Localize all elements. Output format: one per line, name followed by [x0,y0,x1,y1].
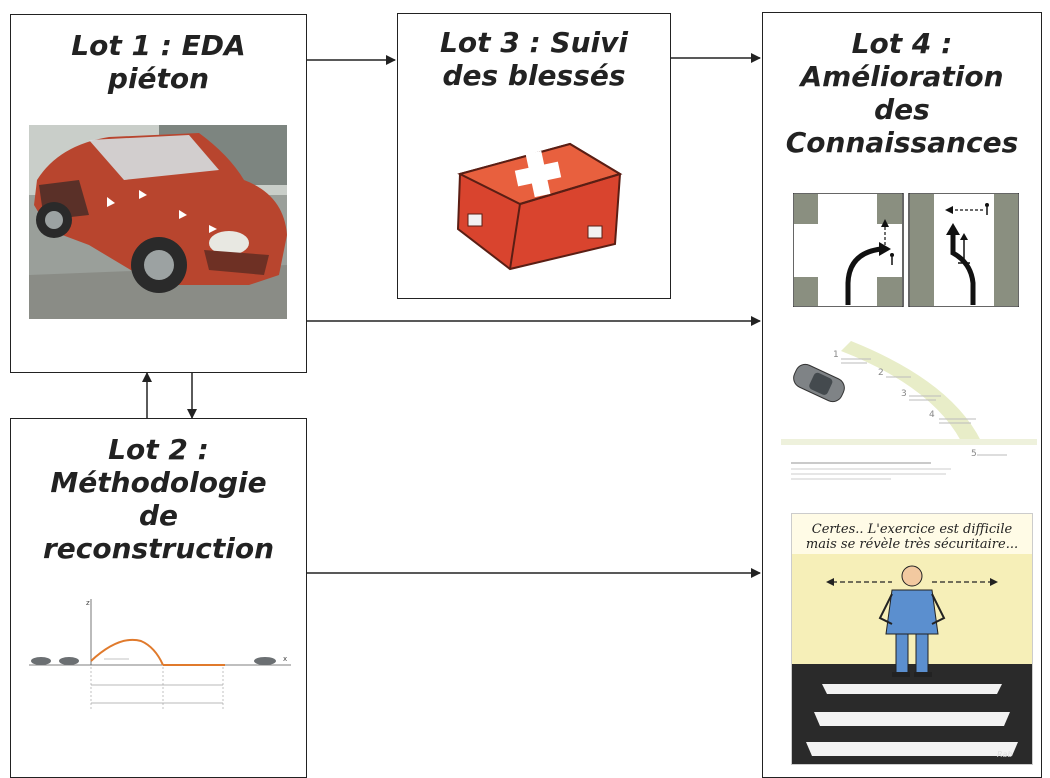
lot4-title: Lot 4 : Amélioration des Connaissances [763,27,1041,159]
lot4-box: Lot 4 : Amélioration des Connaissances [762,12,1042,778]
lot3-box: Lot 3 : Suivi des blessés [397,13,671,299]
lot2-title-line: Méthodologie [50,466,267,499]
lot1-title: Lot 1 : EDA piéton [11,29,306,95]
lot3-title-line: Lot 3 : Suivi [440,26,628,59]
svg-text:2: 2 [878,368,884,378]
lot3-title-line: des blessés [442,59,626,92]
plot-z-label: z [86,599,90,607]
lot2-title: Lot 2 : Méthodologie de reconstruction [11,433,306,565]
crashed-car-photo [29,125,287,319]
trajectory-plot: z x [29,599,291,711]
cartoon-caption-line: mais se révèle très sécuritaire... [805,537,1019,552]
cartoon-signature: Rab [997,750,1013,759]
lot2-title-line: de [138,499,179,532]
lot3-title: Lot 3 : Suivi des blessés [398,26,670,92]
svg-text:1: 1 [833,350,839,360]
cartoon-caption-line: Certes.. L'exercice est difficile [811,522,1013,537]
cartoon-caption: Certes.. L'exercice est difficile mais s… [792,522,1032,552]
first-aid-kit-icon [456,142,623,271]
lot1-title-line: Lot 1 : EDA [71,29,246,62]
lot4-title-line: Amélioration [800,60,1004,93]
accident-phases-diagram: 1 2 3 4 5 [781,341,1037,480]
lot4-title-line: Lot 4 : [851,27,953,60]
lot1-box: Lot 1 : EDA piéton [10,14,307,373]
road-crossing-diagrams [793,193,1019,307]
svg-text:4: 4 [929,410,935,420]
lot2-box: Lot 2 : Méthodologie de reconstruction z… [10,418,307,778]
lot2-title-line: Lot 2 : [108,433,209,466]
lot4-title-line: Connaissances [785,126,1019,159]
lot1-title-line: piéton [107,62,210,95]
pedestrian-crossing-cartoon: Certes.. L'exercice est difficile mais s… [791,513,1033,765]
lot4-title-line: des [874,93,930,126]
cartoon-drawing: Rab [792,554,1032,764]
lot2-title-line: reconstruction [42,532,275,565]
plot-x-label: x [283,655,287,663]
svg-text:5: 5 [971,449,977,459]
svg-text:3: 3 [901,389,907,399]
